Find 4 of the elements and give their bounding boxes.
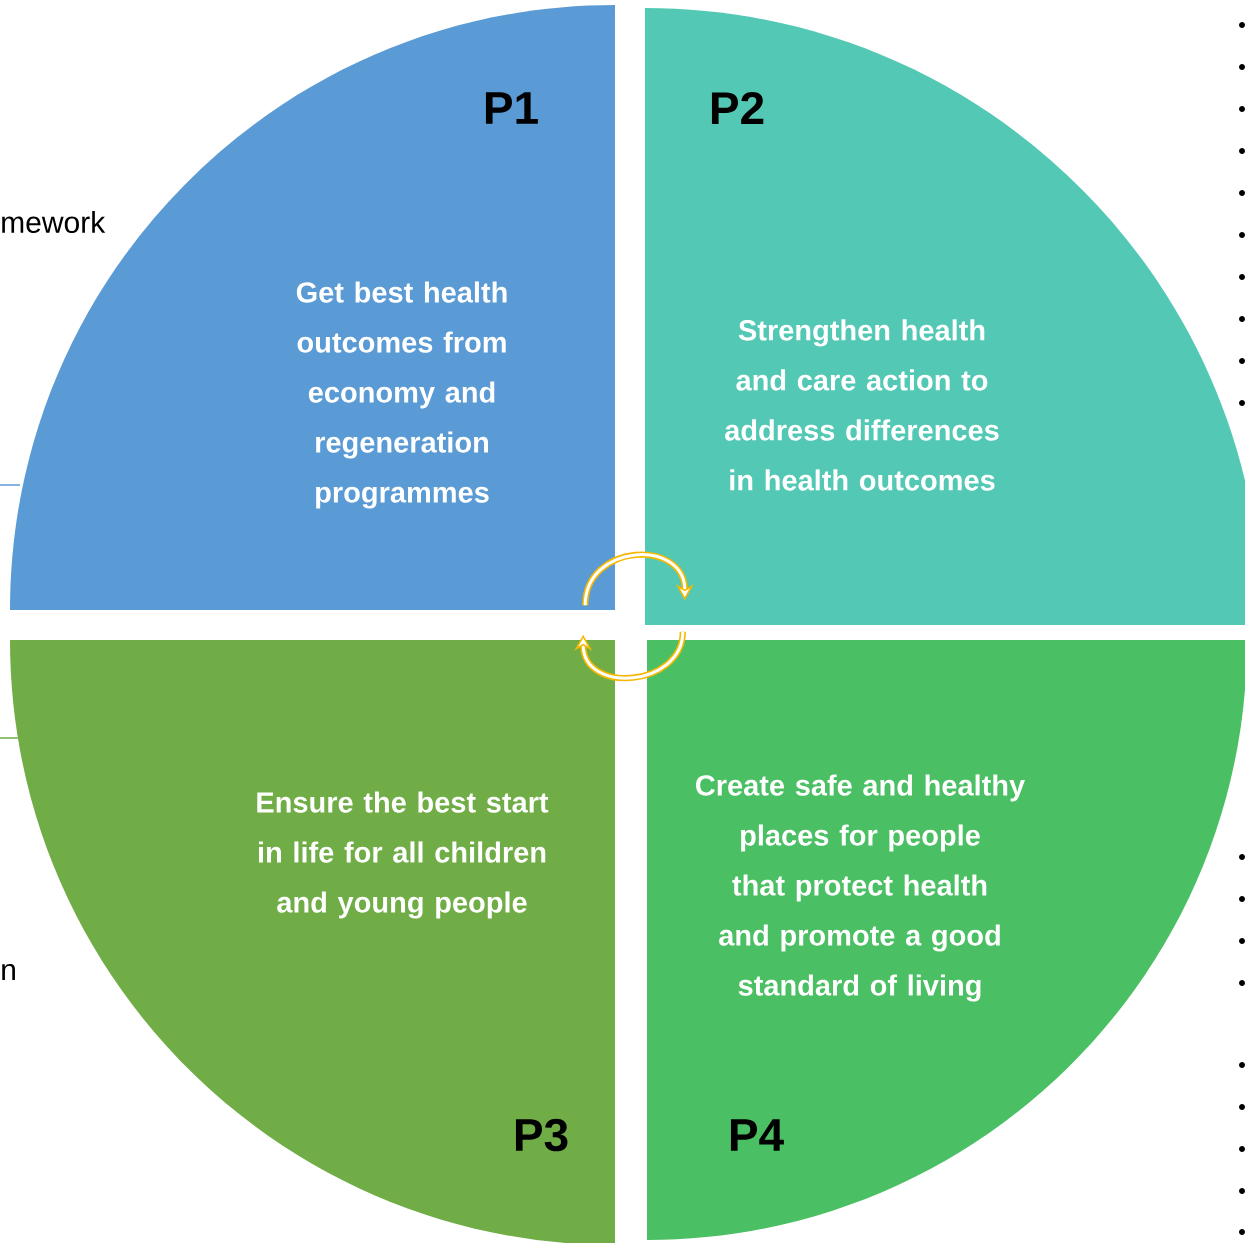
cycle-arrow (574, 631, 686, 681)
quadrant-sector: Create safe and healthy places for people that protect health and promote a good standard of living P4 (647, 640, 1245, 1240)
cycle-arrow (582, 551, 694, 606)
quadrant-sector: P2 Strengthen health and care action to address differences in health outcomes (645, 8, 1245, 625)
